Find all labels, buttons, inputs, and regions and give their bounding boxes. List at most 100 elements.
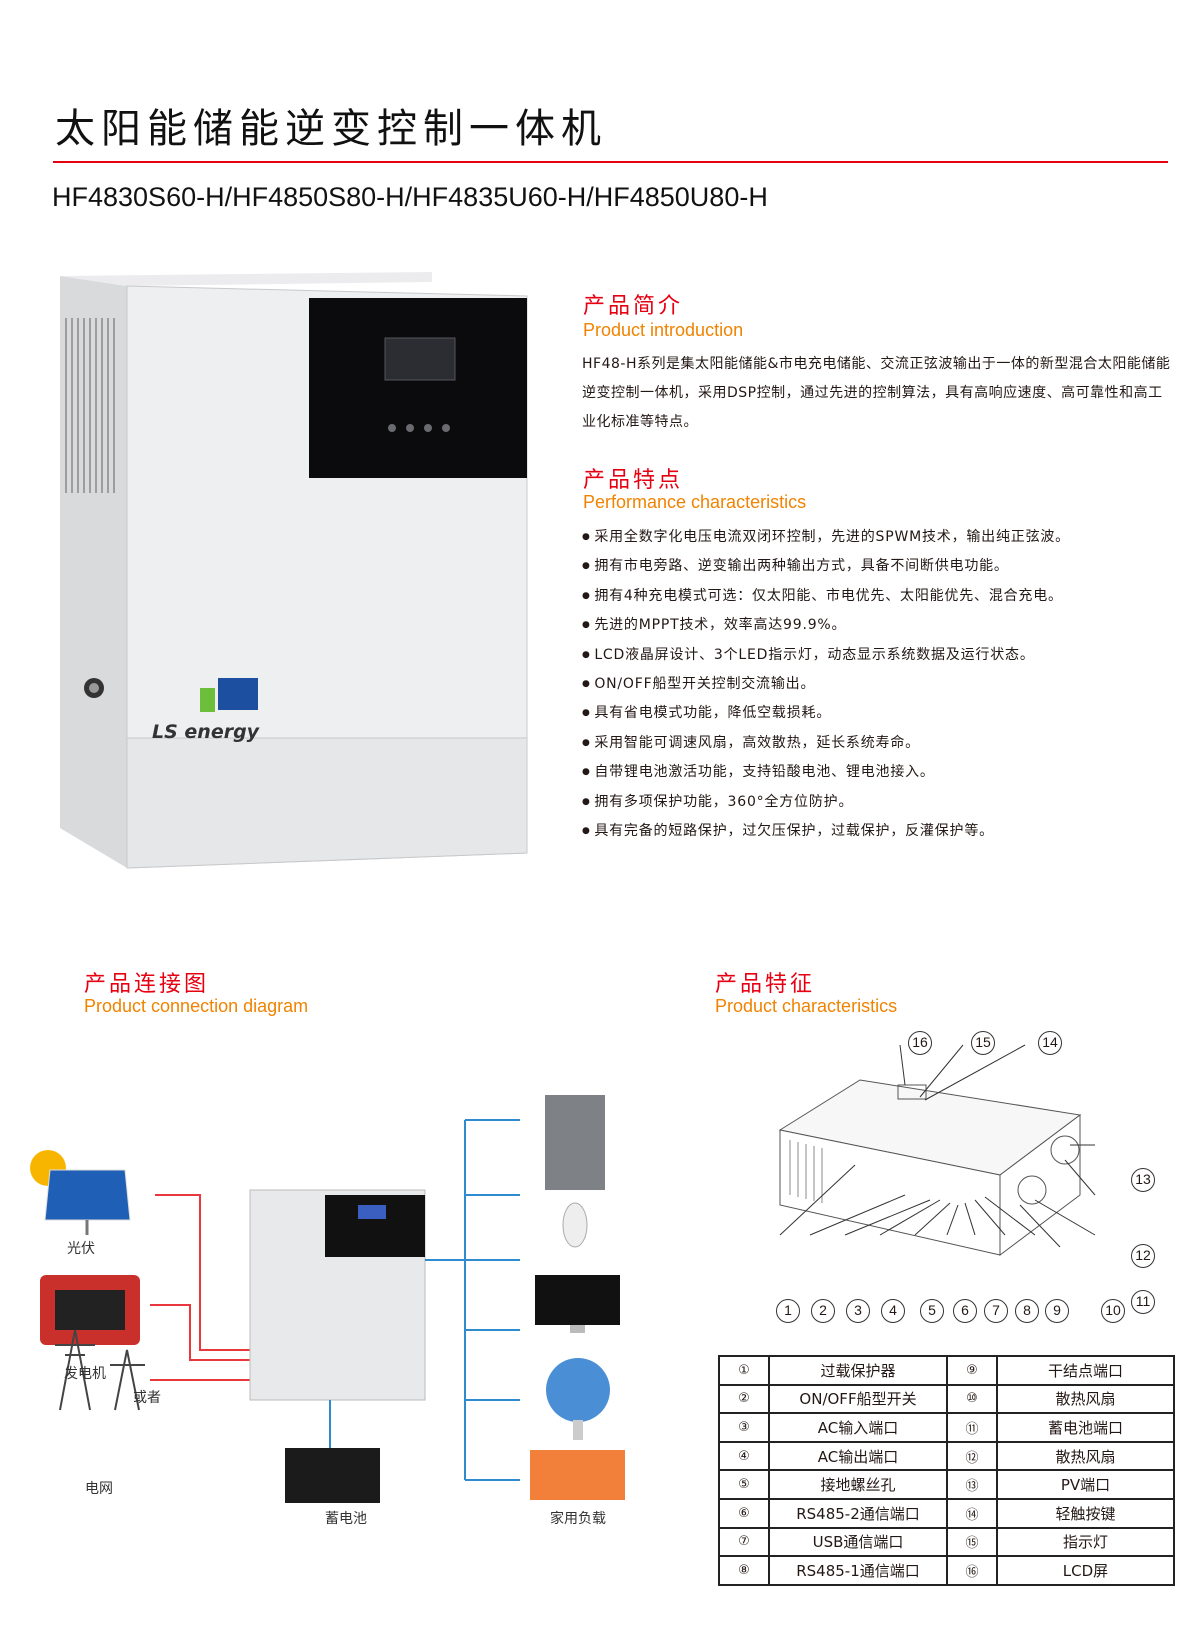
fan-icon [546,1358,610,1440]
tv-icon [530,1450,625,1500]
part-name: RS485-1通信端口 [768,1555,948,1586]
feature-item: 拥有市电旁路、逆变输出两种输出方式，具备不间断供电功能。 [582,552,1070,581]
label-or: 或者 [133,1390,161,1406]
connection-diagram [30,1095,625,1503]
callout-number: 14 [1038,1031,1062,1055]
part-number: ③ [718,1412,770,1443]
callout-number: 13 [1131,1168,1155,1192]
part-number: ⑫ [946,1440,998,1472]
feature-list: 采用全数字化电压电流双闭环控制，先进的SPWM技术，输出纯正弦波。 拥有市电旁路… [582,523,1070,846]
part-number: ④ [718,1440,770,1472]
part-number: ⑮ [946,1526,998,1558]
callout-number: 6 [953,1299,977,1323]
callout-number: 1 [776,1299,800,1323]
connection-title-cn: 产品连接图 [84,972,210,997]
part-name: 轻触按键 [996,1497,1175,1529]
solar-panel-icon [44,1169,131,1235]
part-name: 散热风扇 [996,1440,1175,1472]
part-name: 蓄电池端口 [996,1412,1175,1443]
part-name: USB通信端口 [768,1526,948,1558]
part-name: 接地螺丝孔 [768,1469,948,1500]
label-battery: 蓄电池 [325,1511,367,1527]
part-name: 散热风扇 [996,1383,1175,1415]
feature-item: 自带锂电池激活功能，支持铅酸电池、锂电池接入。 [582,758,1070,787]
part-number: ⑭ [946,1497,998,1529]
features-title-cn: 产品特点 [583,468,684,493]
callout-number: 9 [1045,1299,1069,1323]
part-name: 过载保护器 [768,1355,948,1386]
light-bulb-icon [562,1202,588,1248]
part-number: ① [718,1355,770,1386]
part-number: ⑩ [946,1383,998,1415]
part-name: LCD屏 [996,1555,1175,1586]
feature-item: 拥有多项保护功能，360°全方位防护。 [582,788,1070,817]
part-number: ⑤ [718,1469,770,1500]
callout-number: 16 [908,1031,932,1055]
callout-number: 7 [984,1299,1008,1323]
title-divider [53,161,1168,163]
callout-number: 15 [971,1031,995,1055]
feature-item: 具有完备的短路保护，过欠压保护，过载保护，反灌保护等。 [582,817,1070,846]
power-tower-icon [55,1329,145,1411]
brand-logo-text: LS energy [152,721,261,743]
connection-title-en: Product connection diagram [84,996,309,1016]
label-pv: 光伏 [67,1241,95,1257]
model-numbers: HF4830S60-H/HF4850S80-H/HF4835U60-H/HF48… [52,182,768,212]
page-title: 太阳能储能逆变控制一体机 [55,106,607,152]
feature-item: 具有省电模式功能，降低空载损耗。 [582,699,1070,728]
features-title-en: Performance characteristics [583,492,807,512]
intro-title-en: Product introduction [583,320,744,340]
inverter-product-image: LS energy [60,272,528,869]
part-number: ⑦ [718,1526,770,1558]
battery-icon [285,1448,380,1503]
part-name: RS485-2通信端口 [768,1497,948,1529]
characteristics-title-cn: 产品特征 [715,972,816,997]
monitor-icon [535,1275,620,1333]
callout-number: 11 [1131,1290,1155,1314]
feature-item: 先进的MPPT技术，效率高达99.9%。 [582,611,1070,640]
part-number: ⑯ [946,1555,998,1586]
label-household-load: 家用负载 [550,1511,606,1527]
part-name: 指示灯 [996,1526,1175,1558]
part-number: ⑨ [946,1355,998,1386]
part-number: ② [718,1383,770,1415]
callout-number: 3 [846,1299,870,1323]
part-name: AC输入端口 [768,1412,948,1443]
feature-item: 采用智能可调速风扇，高效散热，延长系统寿命。 [582,729,1070,758]
part-name: AC输出端口 [768,1440,948,1472]
part-name: ON/OFF船型开关 [768,1383,948,1415]
callout-number: 12 [1131,1244,1155,1268]
characteristics-title-en: Product characteristics [715,996,898,1016]
part-name: PV端口 [996,1469,1175,1500]
callout-number: 5 [920,1299,944,1323]
callout-number: 2 [811,1299,835,1323]
part-name: 干结点端口 [996,1355,1175,1386]
callout-number: 8 [1015,1299,1039,1323]
inverter-icon [249,1189,426,1401]
label-grid: 电网 [85,1481,113,1497]
callout-number: 10 [1101,1299,1125,1323]
part-number: ⑬ [946,1469,998,1500]
device-callout-diagram [778,1044,1096,1256]
part-number: ⑧ [718,1555,770,1586]
feature-item: 采用全数字化电压电流双闭环控制，先进的SPWM技术，输出纯正弦波。 [582,523,1070,552]
intro-text: HF48-H系列是集太阳能储能&市电充电储能、交流正弦波输出于一体的新型混合太阳… [582,356,1171,430]
feature-item: 拥有4种充电模式可选：仅太阳能、市电优先、太阳能优先、混合充电。 [582,582,1070,611]
part-number: ⑥ [718,1497,770,1529]
part-number: ⑪ [946,1412,998,1443]
fridge-icon [545,1095,605,1190]
feature-item: ON/OFF船型开关控制交流输出。 [582,670,1070,699]
feature-item: LCD液晶屏设计、3个LED指示灯，动态显示系统数据及运行状态。 [582,641,1070,670]
generator-icon [40,1275,140,1345]
intro-title-cn: 产品简介 [583,294,684,319]
label-generator: 发电机 [64,1366,106,1382]
